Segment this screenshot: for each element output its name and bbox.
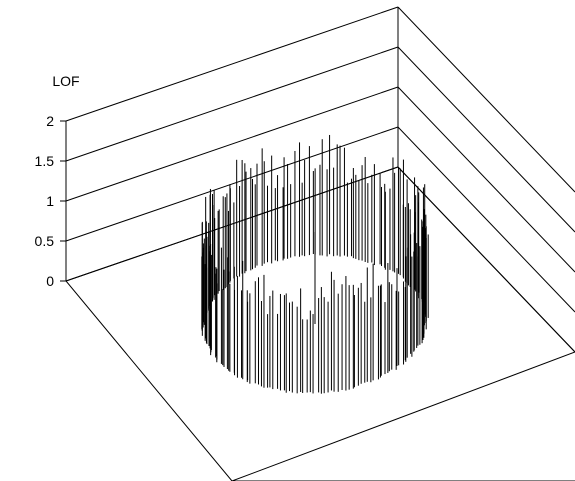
data-stems — [201, 134, 429, 394]
left-wall-gridline — [65, 126, 399, 242]
z-tick-label: 1 — [46, 193, 54, 209]
z-tick-label: 0.5 — [35, 233, 55, 249]
left-wall-gridline — [65, 86, 399, 202]
floor-outline — [65, 166, 575, 481]
z-tick-label: 1.5 — [35, 153, 55, 169]
left-wall-gridline — [65, 46, 399, 162]
z-tick-label: 2 — [46, 113, 54, 129]
floor-front-right-edge — [231, 351, 575, 481]
back-walls — [65, 6, 575, 353]
right-wall-gridline — [397, 6, 575, 193]
floor-plane — [65, 166, 575, 481]
z-tick-label: 0 — [46, 273, 54, 289]
z-axis-ticks: 0 0.5 1 1.5 2 — [35, 113, 66, 289]
right-wall-gridline — [397, 46, 575, 233]
left-wall-gridline — [65, 6, 399, 122]
right-wall-gridline — [397, 86, 575, 273]
z-axis-label: LOF — [52, 73, 79, 89]
right-wall-gridline — [397, 126, 575, 313]
